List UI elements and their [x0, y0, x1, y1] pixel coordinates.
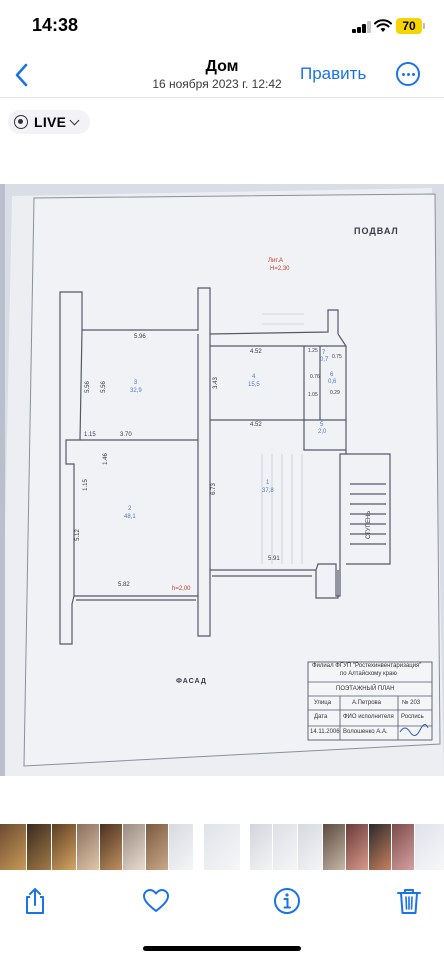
- thumbnail[interactable]: [123, 824, 145, 870]
- room-area: 15,5: [248, 382, 260, 388]
- status-time: 14:38: [32, 15, 79, 35]
- dimension: 4.52: [250, 422, 262, 428]
- stamp-executor-value: Волошенко А.А.: [343, 729, 388, 735]
- dimension: 1.15: [84, 432, 96, 438]
- trash-icon[interactable]: [394, 886, 424, 916]
- live-photo-icon: [14, 115, 28, 129]
- stamp-executor-label: ФИО исполнителя: [343, 714, 394, 720]
- room-number: 7: [322, 350, 326, 356]
- room-area: 37,8: [262, 488, 274, 494]
- chevron-down-icon: [69, 115, 80, 125]
- room-number: 1: [266, 480, 270, 486]
- signal-icon: [352, 21, 372, 33]
- wifi-icon: [374, 19, 392, 32]
- thumbnail-strip[interactable]: [0, 824, 444, 870]
- room-number: 5: [320, 422, 324, 428]
- lit-label: Лит.А: [268, 258, 284, 264]
- share-icon[interactable]: [20, 886, 50, 916]
- stairs-label: СТУПЕНЬ: [366, 510, 372, 539]
- status-bar: 14:38 70: [0, 0, 444, 52]
- room-number: 6: [330, 372, 334, 378]
- stamp-org: Филиал ФГУП "Ростехинвентаризация": [312, 663, 422, 669]
- floor-title: ПОДВАЛ: [354, 226, 399, 236]
- home-indicator[interactable]: [143, 946, 301, 951]
- dimension: 5.56: [100, 381, 107, 393]
- thumbnail[interactable]: [77, 824, 99, 870]
- nav-title: Дом: [205, 58, 239, 75]
- dimension: 6.73: [210, 483, 217, 495]
- dimension: 5.96: [134, 334, 146, 340]
- dimension: 1.15: [82, 479, 89, 491]
- dimension: 1.46: [102, 453, 109, 465]
- thumbnail[interactable]: [346, 824, 368, 870]
- stamp-street-value: А.Петрова: [352, 700, 381, 706]
- chevron-left-icon[interactable]: [8, 60, 36, 90]
- room-number: 2: [128, 506, 132, 512]
- stamp-plan-title: ПОЭТАЖНЫЙ ПЛАН: [336, 686, 395, 692]
- more-icon[interactable]: [396, 62, 420, 86]
- stamp-street-label: Улица: [314, 700, 332, 706]
- facade-label: ФАСАД: [176, 678, 207, 685]
- battery-icon: 70: [396, 18, 425, 34]
- info-icon[interactable]: [272, 886, 302, 916]
- height-note: h=2,00: [172, 586, 191, 592]
- thumbnail[interactable]: [298, 824, 322, 870]
- room-area: 48,1: [124, 514, 136, 520]
- thumbnail-selected[interactable]: [204, 824, 240, 870]
- edit-button[interactable]: Править: [300, 64, 367, 83]
- thumbnail[interactable]: [392, 824, 414, 870]
- thumbnail[interactable]: [369, 824, 391, 870]
- stamp-date-value: 14.11.2006: [310, 729, 340, 735]
- thumbnail[interactable]: [415, 824, 444, 870]
- dimension: 0.29: [330, 390, 340, 396]
- stamp-date-label: Дата: [314, 714, 328, 720]
- dimension: 0.75: [332, 354, 342, 360]
- thumbnail[interactable]: [323, 824, 345, 870]
- dimension: 5.91: [268, 556, 280, 562]
- stamp-signature-label: Роспись: [401, 714, 424, 720]
- thumbnail[interactable]: [52, 824, 76, 870]
- dimension: 5.82: [118, 582, 130, 588]
- floor-plan-drawing: [0, 184, 444, 776]
- thumbnail[interactable]: [169, 824, 193, 870]
- dimension: 1.25: [308, 348, 318, 354]
- dimension: 5.12: [74, 529, 81, 541]
- dimension: 1.05: [308, 392, 318, 398]
- nav-bar: Дом 16 ноября 2023 г. 12:42 Править: [0, 52, 444, 98]
- thumbnail[interactable]: [0, 824, 26, 870]
- room-area: 2,0: [318, 429, 327, 435]
- height-total: Н=2,30: [270, 266, 290, 272]
- thumbnail[interactable]: [250, 824, 272, 870]
- dimension: 5.56: [84, 381, 91, 393]
- room-number: 4: [252, 374, 256, 380]
- thumbnail[interactable]: [100, 824, 122, 870]
- photo-viewer[interactable]: ПОДВАЛ Лит.А Н=2,30 ФАСАД СТУПЕНЬ 3 32,9…: [0, 184, 444, 776]
- dimension: 3.70: [120, 432, 132, 438]
- live-photo-badge[interactable]: LIVE: [8, 110, 90, 134]
- dimension: 3.43: [212, 377, 219, 389]
- thumbnail[interactable]: [273, 824, 297, 870]
- dimension: 0.76: [310, 374, 320, 380]
- nav-subtitle: 16 ноября 2023 г. 12:42: [152, 77, 282, 91]
- room-area: 0,6: [328, 379, 337, 385]
- room-area: 0,7: [320, 357, 329, 363]
- stamp-number: № 203: [402, 700, 421, 706]
- heart-icon[interactable]: [141, 886, 171, 916]
- thumbnail[interactable]: [146, 824, 168, 870]
- bottom-toolbar: [0, 872, 444, 932]
- dimension: 4.52: [250, 349, 262, 355]
- live-label: LIVE: [34, 114, 67, 130]
- room-number: 3: [134, 380, 138, 386]
- thumbnail[interactable]: [27, 824, 51, 870]
- stamp-org-region: по Алтайскому краю: [340, 671, 397, 677]
- room-area: 32,9: [130, 388, 142, 394]
